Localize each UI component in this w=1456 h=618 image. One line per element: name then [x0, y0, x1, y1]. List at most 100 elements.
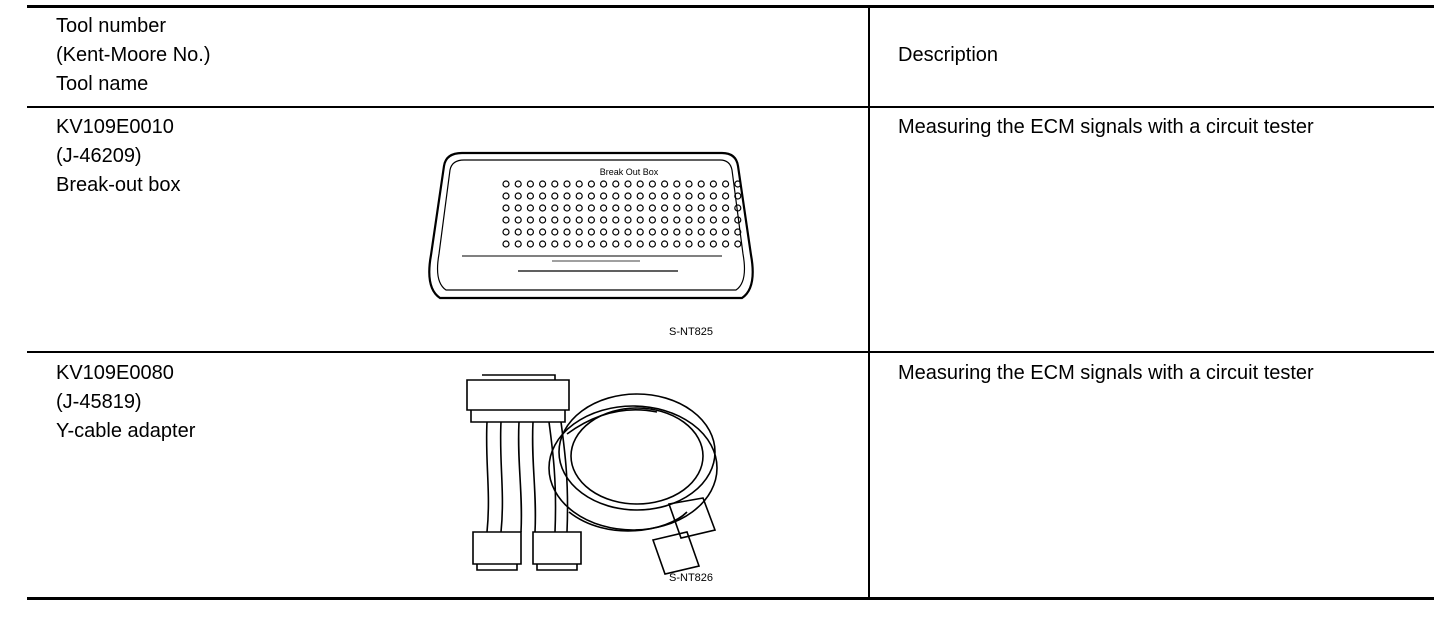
pin-hole [563, 180, 571, 188]
pin-hole [661, 240, 669, 248]
pin-hole [575, 228, 583, 236]
pin-hole [648, 240, 656, 248]
pin-hole [587, 180, 595, 188]
pin-hole [612, 216, 620, 224]
pin-hole [612, 228, 620, 236]
pin-grid [502, 180, 742, 248]
pin-hole [514, 216, 522, 224]
pin-hole [697, 192, 705, 200]
pin-hole [685, 204, 693, 212]
pin-hole [697, 204, 705, 212]
pin-hole [685, 180, 693, 188]
pin-hole [636, 180, 644, 188]
pin-hole [538, 216, 547, 224]
pin-hole [673, 228, 681, 236]
pin-hole [575, 192, 583, 200]
pin-hole [526, 204, 535, 212]
pin-hole [734, 192, 742, 200]
pin-hole [636, 192, 644, 200]
pin-hole [648, 228, 656, 236]
pin-hole [612, 240, 620, 248]
row-2-description: Measuring the ECM signals with a circuit… [898, 362, 1314, 384]
pin-hole [514, 180, 522, 188]
pin-hole [673, 180, 681, 188]
pin-hole [526, 216, 535, 224]
pin-hole [673, 192, 681, 200]
header-tool-number-label: Tool number [56, 15, 167, 37]
pin-hole [709, 180, 717, 188]
pin-hole [526, 180, 535, 188]
pin-hole [563, 228, 571, 236]
pin-hole [587, 204, 595, 212]
pin-hole [624, 240, 632, 248]
pin-hole [551, 216, 559, 224]
pin-hole [538, 192, 547, 200]
pin-hole [636, 240, 644, 248]
pin-hole [538, 180, 547, 188]
pin-hole [514, 240, 522, 248]
kent-moore-number: (J-45819) [56, 391, 142, 413]
column-divider [868, 8, 870, 597]
pin-hole [648, 216, 656, 224]
pin-hole [697, 228, 705, 236]
pin-hole [709, 192, 717, 200]
pin-hole [661, 228, 669, 236]
pin-hole [612, 192, 620, 200]
pin-hole [575, 216, 583, 224]
pin-hole [685, 216, 693, 224]
pin-hole [636, 204, 644, 212]
pin-hole [636, 228, 644, 236]
pin-hole [502, 240, 510, 248]
pin-hole [734, 240, 742, 248]
break-out-box-figure-text: Break Out Box [600, 167, 659, 177]
y-cable-adapter-illustration [466, 374, 718, 575]
pin-hole [600, 228, 608, 236]
pin-hole [661, 192, 669, 200]
pin-hole [673, 240, 681, 248]
pin-hole [661, 180, 669, 188]
pin-hole [685, 240, 693, 248]
pin-hole [673, 216, 681, 224]
pin-hole [563, 216, 571, 224]
pin-hole [734, 228, 742, 236]
table-top-rule [27, 5, 1434, 8]
table-row-1-tool: KV109E0010 (J-46209) Break-out box [56, 113, 181, 200]
pin-hole [538, 240, 547, 248]
pin-hole [697, 180, 705, 188]
pin-hole [648, 180, 656, 188]
pin-hole [624, 216, 632, 224]
pin-hole [709, 240, 717, 248]
tool-number: KV109E0010 [56, 116, 174, 138]
figure-code-S-NT826: S-NT826 [669, 572, 714, 584]
pin-hole [551, 228, 559, 236]
pin-hole [587, 228, 595, 236]
pin-hole [514, 228, 522, 236]
pin-hole [526, 240, 535, 248]
pin-hole [502, 180, 510, 188]
break-out-box-illustration: Break Out Box [428, 151, 754, 300]
pin-hole [600, 204, 608, 212]
pin-hole [624, 192, 632, 200]
pin-hole [587, 192, 595, 200]
pin-hole [661, 216, 669, 224]
pin-hole [600, 192, 608, 200]
header-kent-moore-label: (Kent-Moore No.) [56, 44, 211, 66]
pin-hole [624, 180, 632, 188]
pin-hole [722, 180, 730, 188]
pin-hole [563, 192, 571, 200]
pin-hole [551, 240, 559, 248]
pin-hole [551, 192, 559, 200]
kent-moore-number: (J-46209) [56, 145, 142, 167]
pin-hole [538, 204, 547, 212]
pin-hole [600, 216, 608, 224]
pin-hole [502, 216, 510, 224]
header-description-label: Description [898, 44, 999, 66]
header-tool-column: Tool number (Kent-Moore No.) Tool name [56, 12, 211, 99]
row-1-description: Measuring the ECM signals with a circuit… [898, 116, 1314, 138]
row-divider [27, 351, 1434, 353]
pin-hole [697, 216, 705, 224]
pin-hole [612, 204, 620, 212]
pin-hole [502, 204, 510, 212]
pin-hole [734, 180, 742, 188]
pin-hole [563, 240, 571, 248]
